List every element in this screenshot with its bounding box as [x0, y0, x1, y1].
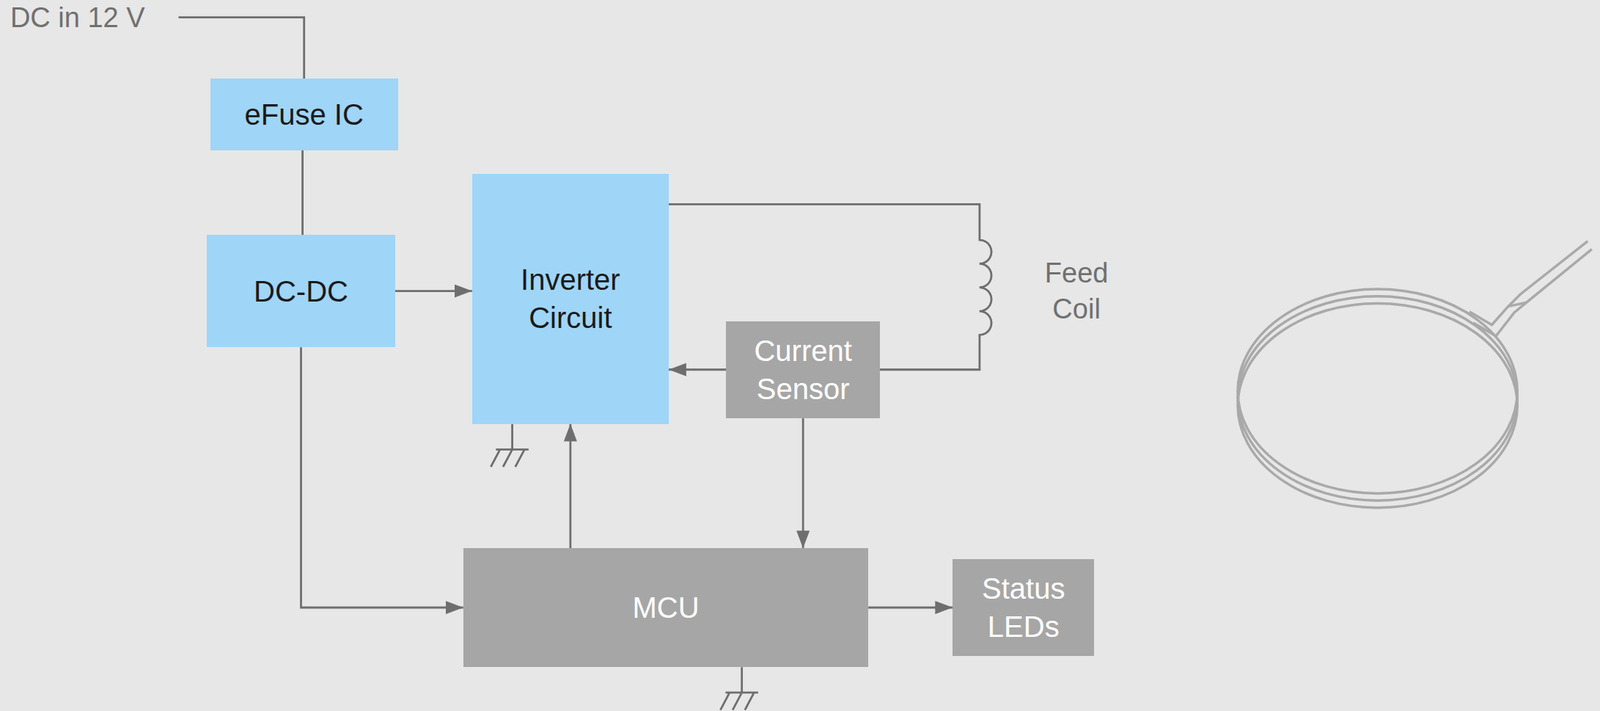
signal-connector — [301, 150, 304, 236]
ground-symbol — [490, 423, 528, 467]
signal-connector — [802, 417, 805, 549]
coil-label: Feed Coil — [1030, 255, 1122, 328]
signal-connector — [301, 346, 464, 608]
inverter-box: Inverter Circuit — [472, 173, 669, 424]
box-text: DC-DC — [253, 272, 349, 311]
signal-connector — [668, 368, 726, 371]
led-box: Status LEDs — [952, 558, 1095, 656]
converter-box: DC-DC — [206, 234, 395, 347]
fuse-box: eFuse IC — [210, 78, 399, 150]
box-text: eFuse IC — [244, 95, 364, 134]
coil-pad-illustration — [1237, 241, 1592, 508]
box-text: MCU — [632, 588, 699, 627]
ground-symbol — [720, 666, 758, 710]
mcu-box: MCU — [463, 547, 869, 666]
box-text: Current Sensor — [736, 331, 870, 408]
signal-connector — [395, 289, 473, 292]
signal-connector — [569, 423, 572, 549]
input-wire — [178, 17, 305, 80]
input-label: DC in 12 V — [10, 0, 146, 36]
box-text: Status LEDs — [962, 569, 1084, 646]
signal-connector — [868, 606, 953, 609]
sensor-box: Current Sensor — [725, 321, 880, 418]
box-text: Inverter Circuit — [482, 260, 659, 337]
